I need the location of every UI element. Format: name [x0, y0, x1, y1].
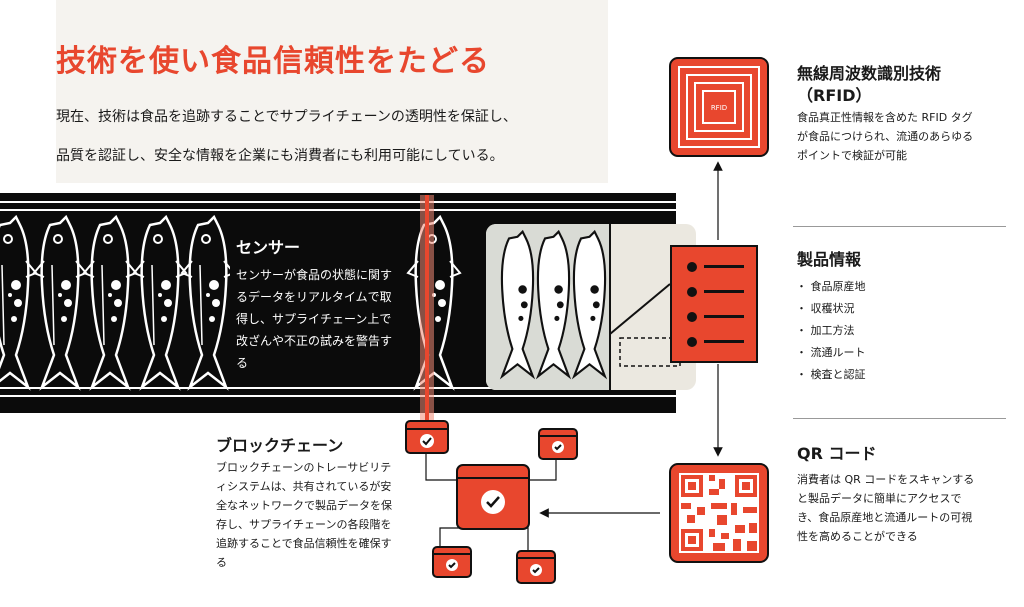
blockchain-description: ブロックチェーンのトレーサビリティシステムは、共有されているが安全なネットワーク… — [216, 461, 392, 569]
product-info-list: ・ 食品原産地 ・ 収穫状況 ・ 加工方法 ・ 流通ルート ・ 検査と認証 — [796, 276, 866, 386]
divider — [793, 226, 1006, 227]
rfid-tag-icon: RFID — [669, 57, 769, 157]
blockchain-title: ブロックチェーン — [216, 436, 344, 455]
belt-bottom-stripe — [0, 387, 676, 389]
packaged-fish-icon — [499, 224, 681, 390]
belt-top-stripe — [0, 209, 676, 211]
blockchain-node-icon — [405, 420, 449, 454]
fish-icon — [32, 215, 88, 389]
fish-icon — [132, 215, 188, 389]
blockchain-node-icon — [456, 464, 530, 530]
header-panel — [56, 0, 608, 183]
divider — [793, 418, 1006, 419]
fish-icon — [0, 215, 38, 389]
list-item: ・ 検査と認証 — [796, 368, 866, 381]
page-title: 技術を使い食品信頼性をたどる — [56, 44, 490, 79]
blockchain-node-icon — [432, 546, 472, 578]
list-item: ・ 加工方法 — [796, 324, 855, 337]
intro-line-2: 品質を認証し、安全な情報を企業にも消費者にも利用可能にしている。 — [56, 148, 504, 164]
belt-top-stripe — [0, 201, 676, 203]
qr-title: QR コード — [797, 444, 877, 463]
document-icon — [670, 245, 758, 363]
belt-bottom-stripe — [0, 395, 676, 397]
rfid-title-1: 無線周波数識別技術 — [797, 64, 942, 83]
sensor-description: センサーが食品の状態に関するデータをリアルタイムで取得し、サプライチェーン上で改… — [236, 268, 393, 370]
list-item: ・ 収穫状況 — [796, 302, 855, 315]
sensor-title: センサー — [236, 238, 301, 257]
product-info-title: 製品情報 — [797, 250, 862, 269]
laser-beam-core — [425, 195, 429, 423]
list-item: ・ 食品原産地 — [796, 280, 866, 293]
fish-icon — [180, 215, 230, 389]
rfid-description: 食品真正性情報を含めた RFID タグが食品につけられ、流通のあらゆるポイントで… — [797, 111, 974, 162]
rfid-title-2: （RFID） — [797, 86, 872, 105]
blockchain-node-icon — [538, 428, 578, 460]
intro-line-1: 現在、技術は食品を追跡することでサプライチェーンの透明性を保証し、 — [56, 109, 517, 125]
qr-description: 消費者は QR コードをスキャンすると製品データに簡単にアクセスでき、食品原産地… — [797, 473, 975, 543]
fish-row — [0, 215, 230, 389]
rfid-tag-text: RFID — [711, 104, 727, 112]
blockchain-node-icon — [516, 550, 556, 584]
fish-icon — [82, 215, 138, 389]
list-item: ・ 流通ルート — [796, 346, 866, 359]
qr-code-icon — [669, 463, 769, 563]
